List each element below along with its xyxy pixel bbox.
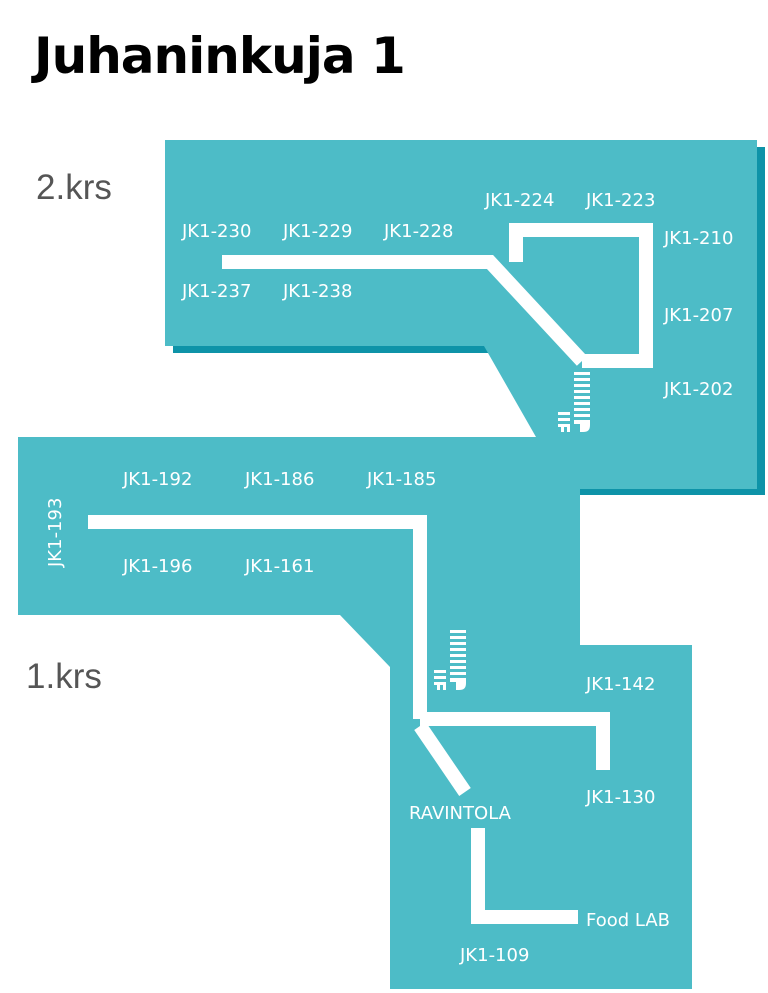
room-label-jk1-193: JK1-193 bbox=[45, 498, 66, 568]
room-label-jk1-161: JK1-161 bbox=[244, 556, 314, 577]
room-label-jk1-238: JK1-238 bbox=[282, 281, 352, 302]
page-title: Juhaninkuja 1 bbox=[31, 27, 405, 85]
room-label-jk1-230: JK1-230 bbox=[181, 221, 251, 242]
floor-1-plan bbox=[18, 437, 692, 989]
room-label-jk1-237: JK1-237 bbox=[181, 281, 251, 302]
floor-1-area bbox=[18, 437, 692, 989]
room-label-jk1-186: JK1-186 bbox=[244, 469, 314, 490]
floor-2-plan bbox=[165, 140, 765, 495]
floor-1-corridor bbox=[88, 515, 610, 924]
room-label-jk1-185: JK1-185 bbox=[366, 469, 436, 490]
floor-label-1: 1.krs bbox=[26, 657, 102, 696]
room-label-jk1-196: JK1-196 bbox=[122, 556, 192, 577]
room-label-jk1-224: JK1-224 bbox=[484, 190, 554, 211]
room-label-jk1-207: JK1-207 bbox=[663, 305, 733, 326]
floor-label-2: 2.krs bbox=[36, 168, 112, 207]
room-label-jk1-229: JK1-229 bbox=[282, 221, 352, 242]
place-label-food-lab: Food LAB bbox=[586, 910, 670, 931]
room-label-jk1-192: JK1-192 bbox=[122, 469, 192, 490]
place-label-restaurant: RAVINTOLA bbox=[409, 803, 512, 824]
room-label-jk1-210: JK1-210 bbox=[663, 228, 733, 249]
room-label-jk1-142: JK1-142 bbox=[585, 674, 655, 695]
room-label-jk1-130: JK1-130 bbox=[585, 787, 655, 808]
room-label-jk1-228: JK1-228 bbox=[383, 221, 453, 242]
room-label-jk1-202: JK1-202 bbox=[663, 379, 733, 400]
floor-2-corridor bbox=[222, 223, 653, 368]
room-label-jk1-223: JK1-223 bbox=[585, 190, 655, 211]
room-label-jk1-109: JK1-109 bbox=[459, 945, 529, 966]
